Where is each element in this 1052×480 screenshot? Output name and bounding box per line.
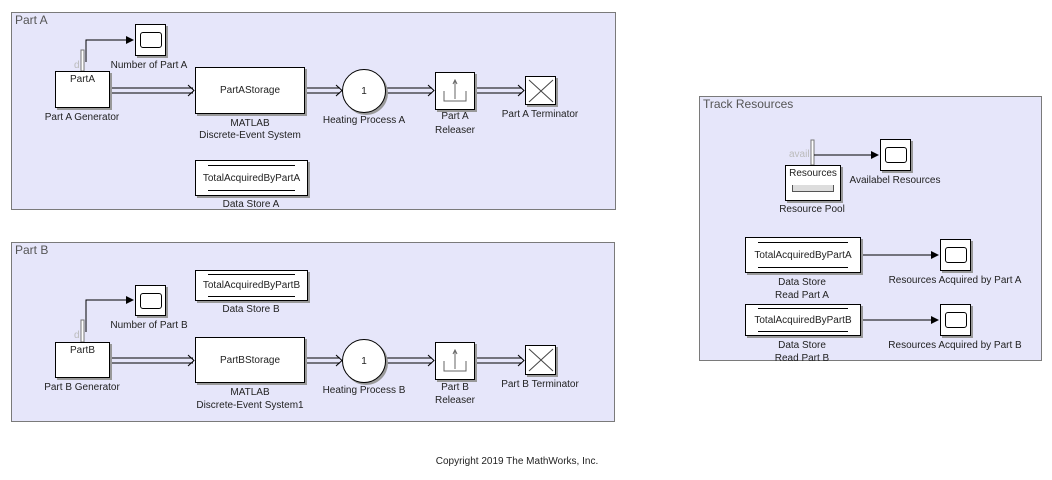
block-label: Heating Process A xyxy=(322,115,406,126)
block-text: TotalAcquiredByPartA xyxy=(754,249,852,261)
block-label: MATLAB xyxy=(230,118,270,129)
block-label: Part A Generator xyxy=(44,112,120,123)
block-text: TotalAcquiredByPartB xyxy=(754,314,852,326)
scope-icon xyxy=(944,312,967,328)
block-label: Discrete-Event System xyxy=(199,130,301,141)
data-store-read-part-b[interactable]: TotalAcquiredByPartB xyxy=(745,304,861,336)
block-label: Part A xyxy=(441,111,469,122)
block-label: Number of Part A xyxy=(110,60,188,71)
block-label: Resource Pool xyxy=(779,204,845,215)
storage-block-part-b[interactable]: PartBStorage xyxy=(195,337,305,383)
block-label: Part B Terminator xyxy=(501,379,579,390)
block-label: Read Part B xyxy=(774,353,830,364)
storage-block-part-a[interactable]: PartAStorage xyxy=(195,67,305,114)
block-text: PartA xyxy=(69,74,95,85)
block-label: Resources Acquired by Part A xyxy=(888,275,1022,286)
data-store-a[interactable]: TotalAcquiredByPartA xyxy=(195,160,308,196)
scope-icon xyxy=(944,247,967,263)
block-label: Number of Part B xyxy=(110,320,188,331)
block-label: Part B Generator xyxy=(44,382,120,393)
area-title: Part B xyxy=(15,243,49,257)
port-label: avail xyxy=(789,149,810,160)
block-label: Releaser xyxy=(434,395,476,406)
terminator-x-icon xyxy=(528,348,553,372)
releaser-icon xyxy=(443,348,467,372)
block-text: PartBStorage xyxy=(219,354,281,366)
block-label: Read Part A xyxy=(775,290,829,301)
terminator-x-icon xyxy=(528,79,553,102)
scope-icon xyxy=(139,32,162,48)
scope-resources-acquired-a[interactable] xyxy=(940,239,971,271)
block-text: TotalAcquiredByPartA xyxy=(202,172,301,184)
entity-generator-part-a[interactable]: PartA xyxy=(55,71,110,108)
area-part-a: Part A xyxy=(11,12,616,210)
area-part-b: Part B xyxy=(11,242,615,422)
block-text: 1 xyxy=(361,355,367,367)
pool-icon xyxy=(792,185,834,192)
block-text: PartB xyxy=(69,345,95,356)
block-label: Data Store A xyxy=(222,199,280,210)
port-label: d xyxy=(74,330,80,341)
block-label: Data Store xyxy=(778,277,826,288)
block-label: Part B xyxy=(441,382,469,393)
port-label: d xyxy=(74,60,80,71)
resource-releaser-part-a[interactable] xyxy=(435,72,475,110)
block-label: Data Store xyxy=(778,340,826,351)
terminator-part-a[interactable] xyxy=(525,76,556,105)
data-store-b[interactable]: TotalAcquiredByPartB xyxy=(195,270,308,301)
block-label: Heating Process B xyxy=(322,385,406,396)
scope-icon xyxy=(139,292,162,309)
block-text: PartAStorage xyxy=(219,85,281,96)
scope-resources-acquired-b[interactable] xyxy=(940,304,971,336)
entity-generator-part-b[interactable]: PartB xyxy=(55,342,110,378)
server-heating-process-a[interactable]: 1 xyxy=(342,69,386,113)
block-text: 1 xyxy=(361,85,367,97)
area-title: Track Resources xyxy=(703,97,794,111)
scope-icon xyxy=(884,147,907,163)
area-title: Part A xyxy=(15,13,48,27)
terminator-part-b[interactable] xyxy=(525,345,556,375)
block-label: Data Store B xyxy=(222,304,280,315)
block-text: TotalAcquiredByPartB xyxy=(202,280,301,291)
releaser-icon xyxy=(443,78,467,102)
block-label: MATLAB xyxy=(230,387,270,398)
block-text: Resources xyxy=(789,168,837,179)
scope-number-of-part-a[interactable] xyxy=(135,24,166,56)
resource-pool[interactable]: Resources xyxy=(785,165,841,201)
server-heating-process-b[interactable]: 1 xyxy=(342,339,386,383)
data-store-read-part-a[interactable]: TotalAcquiredByPartA xyxy=(745,237,861,273)
block-label: Releaser xyxy=(434,125,476,136)
block-label: Availabel Resources xyxy=(849,175,941,186)
resource-releaser-part-b[interactable] xyxy=(435,342,475,380)
scope-number-of-part-b[interactable] xyxy=(135,285,166,316)
block-label: Discrete-Event System1 xyxy=(196,400,304,411)
scope-available-resources[interactable] xyxy=(880,139,911,171)
copyright: Copyright 2019 The MathWorks, Inc. xyxy=(435,456,599,467)
block-label: Resources Acquired by Part B xyxy=(888,340,1022,351)
block-label: Part A Terminator xyxy=(501,109,579,120)
